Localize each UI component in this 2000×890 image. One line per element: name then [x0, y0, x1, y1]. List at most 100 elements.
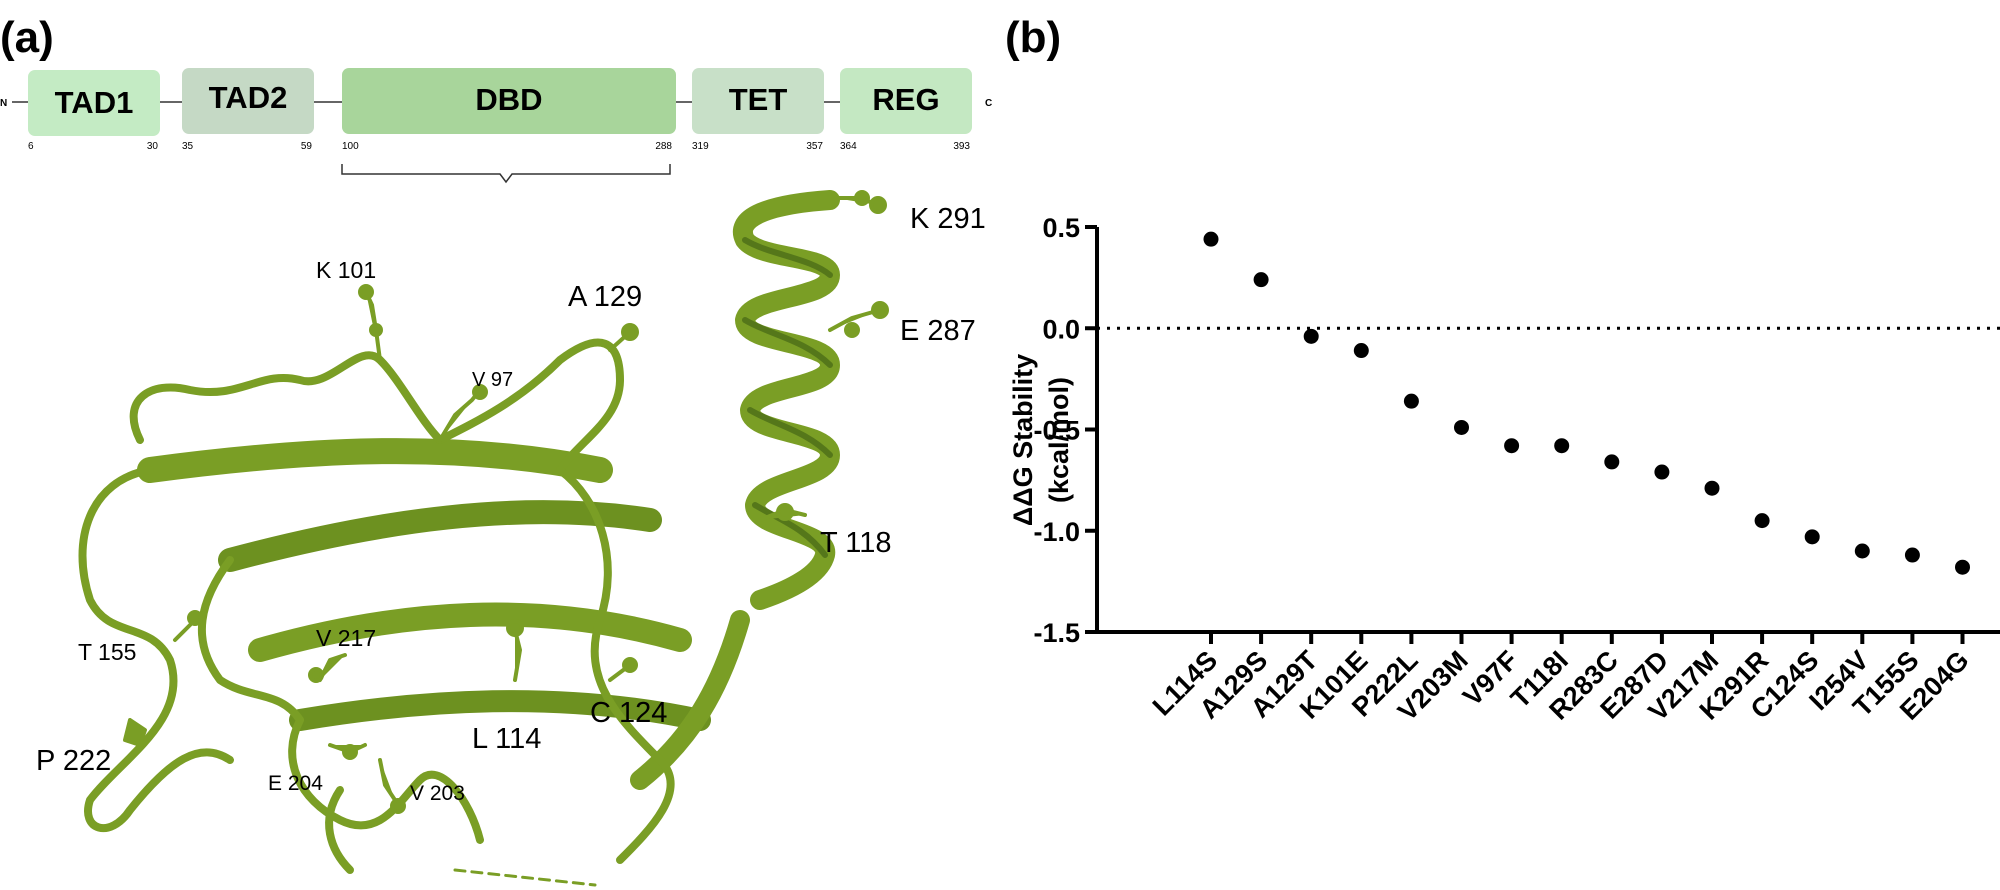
domain-reg-start: 364 — [840, 141, 857, 152]
side-chain-k101-atom-2 — [369, 323, 383, 337]
residue-label: T 155 — [78, 639, 136, 665]
y-tick-label: 0.0 — [1042, 314, 1080, 344]
data-point — [1854, 543, 1870, 559]
side-chain-t155-atom — [187, 610, 203, 626]
data-point — [1754, 513, 1770, 529]
side-chain-a129-atom — [621, 323, 639, 341]
data-point — [1554, 438, 1570, 454]
domain-tad2-end: 59 — [301, 141, 313, 152]
chart-axes — [1095, 227, 2000, 634]
residue-label: P 222 — [36, 745, 111, 777]
data-point — [1504, 438, 1520, 454]
protein-structure: K 291 E 287 A 129 K 101 V 97 T 118 T 155… — [36, 190, 986, 887]
data-point — [1253, 272, 1269, 288]
data-point — [1203, 231, 1219, 247]
side-chain-p222 — [123, 718, 147, 747]
domain-dbd-end: 288 — [655, 141, 672, 152]
domain-tad1-label: TAD1 — [55, 85, 134, 120]
residue-label: V 217 — [316, 625, 376, 651]
disordered-gap — [453, 868, 597, 887]
domain-tet-box — [692, 68, 824, 134]
data-point — [1403, 393, 1419, 409]
side-chain-l114-atom — [506, 619, 524, 637]
data-point — [1955, 559, 1970, 575]
y-axis-title-line2: (kcal/mol) — [1044, 377, 1074, 503]
side-chain-c124-atom — [622, 657, 638, 673]
data-point — [1604, 454, 1620, 470]
chart-x-ticks: L114SA129SA129TK101EP222LV203MV97FT118IR… — [1147, 632, 1975, 727]
residue-label: V 203 — [410, 782, 465, 805]
residue-label: E 204 — [268, 772, 323, 795]
side-chain-k291-atom-2 — [854, 190, 870, 206]
panel-b-label: (b) — [1005, 13, 1061, 62]
y-tick-label: -0.5 — [1033, 416, 1080, 446]
domain-tet: TET 319 357 — [692, 68, 824, 152]
domain-tet-start: 319 — [692, 141, 709, 152]
c-terminus-label: C — [985, 98, 992, 109]
terminus-n-gap — [0, 95, 12, 109]
side-chain-e287 — [828, 308, 882, 332]
domain-reg-label: REG — [872, 82, 939, 117]
residue-label: T 118 — [820, 527, 891, 559]
ddg-chart: 0.5 0.0 -0.5 -1.0 -1.5 L114SA129SA129TK101EP… — [1008, 213, 2000, 727]
domain-reg: REG 364 393 — [840, 68, 972, 152]
residue-label: L 114 — [472, 723, 541, 755]
side-chain-k101-atom — [358, 284, 374, 300]
domain-tad2: TAD2 35 59 — [182, 68, 314, 152]
data-point — [1654, 464, 1670, 480]
loop-3 — [436, 338, 624, 474]
data-point — [1804, 529, 1820, 545]
side-chain-k291-atom — [869, 196, 887, 214]
side-chains — [123, 190, 889, 814]
residue-label: C 124 — [590, 697, 667, 729]
y-axis-title-line1: ΔΔG Stability — [1008, 354, 1038, 526]
chart-y-ticks: 0.5 0.0 -0.5 -1.0 -1.5 — [1033, 213, 1097, 648]
residue-label: A 129 — [568, 281, 642, 313]
dbd-bracket — [341, 164, 671, 184]
domain-tad1-box — [28, 70, 160, 136]
side-chain-v97-atom — [472, 384, 488, 400]
residue-label: K 291 — [910, 203, 986, 235]
domain-dbd-box — [342, 68, 676, 134]
y-tick-label: -1.0 — [1033, 517, 1080, 547]
domain-dbd: DBD 100 288 — [342, 68, 676, 152]
data-point — [1454, 419, 1469, 435]
loop-6 — [197, 556, 304, 724]
data-point — [1904, 547, 1920, 563]
side-chain-t118-atom — [776, 503, 794, 521]
domain-tad2-box — [182, 68, 314, 134]
beta-sheet-strand-2 — [218, 500, 662, 572]
n-terminus-label: N — [0, 98, 7, 109]
domain-tet-end: 357 — [806, 141, 823, 152]
y-tick-label: 0.5 — [1042, 213, 1080, 243]
beta-sheet-strand-1 — [137, 438, 613, 483]
loop-2 — [129, 351, 444, 444]
loop-1 — [78, 466, 234, 833]
side-chain-e204-atom — [342, 744, 358, 760]
beta-sheet-strand-4 — [289, 690, 711, 731]
side-chain-l114 — [513, 628, 522, 682]
domain-reg-box — [840, 68, 972, 134]
panel-a-label: (a) — [0, 13, 54, 62]
domain-tad2-start: 35 — [182, 141, 194, 152]
data-point — [1303, 328, 1319, 344]
data-point — [1353, 343, 1369, 359]
helix-shadow — [742, 237, 833, 558]
chart-points — [1203, 231, 1970, 575]
data-point — [1704, 480, 1720, 496]
residue-label: K 101 — [316, 257, 376, 283]
loop-7 — [325, 786, 354, 874]
residue-label: V 97 — [472, 369, 513, 391]
domain-dbd-start: 100 — [342, 141, 359, 152]
side-chain-v203 — [378, 758, 397, 802]
side-chain-e287-atom — [871, 301, 889, 319]
beta-sheet-strand-3 — [248, 602, 692, 662]
loop-5 — [556, 466, 675, 864]
side-chain-v217-atom — [308, 667, 324, 683]
y-tick-label: -1.5 — [1033, 618, 1080, 648]
domain-tad1-end: 30 — [147, 141, 159, 152]
domain-tad1: TAD1 6 30 — [28, 70, 160, 152]
side-chain-e287-atom-2 — [844, 322, 860, 338]
residue-labels: K 291 E 287 A 129 K 101 V 97 T 118 T 155… — [36, 203, 986, 805]
